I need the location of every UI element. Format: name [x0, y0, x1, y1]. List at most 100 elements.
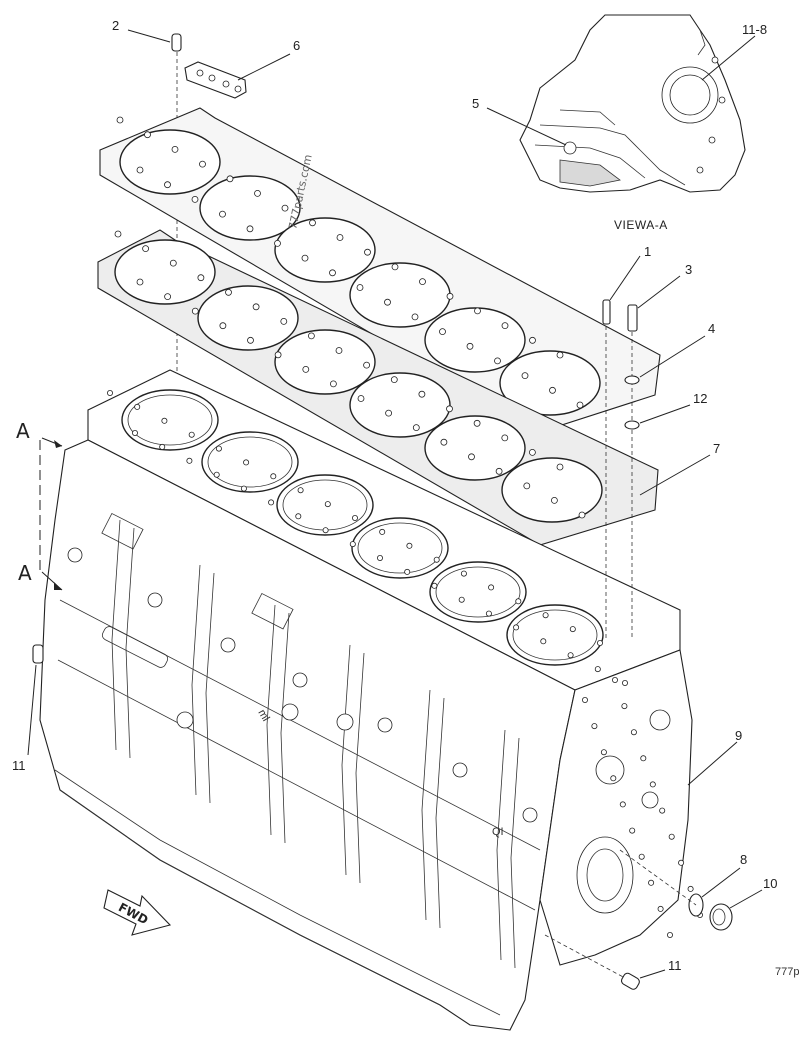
bolt-hole — [391, 263, 399, 271]
callout-9: 9 — [735, 728, 742, 743]
bolt-hole — [254, 189, 261, 197]
bolt-hole — [591, 723, 598, 730]
bolt-hole — [309, 219, 316, 227]
bolt-hole — [582, 697, 589, 704]
bolt-hole — [213, 471, 220, 478]
callout-8: 8 — [740, 852, 747, 867]
bolt-hole — [363, 361, 371, 369]
callout-2: 2 — [112, 18, 119, 33]
plug-part-10 — [709, 889, 763, 931]
bolt-hole — [687, 885, 694, 892]
bolt-hole — [515, 598, 522, 605]
block-rib — [111, 519, 121, 751]
bolt-hole — [171, 145, 179, 153]
bolt-hole — [474, 307, 481, 315]
bolt-hole — [406, 542, 413, 549]
bolt-hole — [433, 556, 440, 563]
bolt-hole — [540, 638, 547, 645]
bolt-hole — [610, 775, 617, 782]
bolt-hole — [439, 328, 446, 336]
bolt-hole — [419, 278, 426, 286]
bolt-hole — [404, 568, 411, 575]
bolt-hole — [501, 322, 509, 330]
bolt-hole — [468, 453, 475, 461]
bolt-hole — [274, 239, 281, 247]
end-face-holes — [582, 677, 704, 939]
bolt-hole — [246, 225, 254, 233]
bolt-hole — [164, 181, 171, 189]
bolt-hole — [513, 624, 520, 631]
bolt-hole — [657, 905, 664, 912]
bolt-hole — [529, 336, 536, 344]
bolt-hole — [191, 195, 199, 203]
callout-6: 6 — [293, 38, 300, 53]
bolt-hole — [329, 269, 336, 277]
callout-10: 10 — [763, 876, 777, 891]
bolt-hole — [567, 652, 574, 659]
bolt-hole — [529, 448, 536, 456]
block-rib — [341, 644, 351, 876]
callout-5: 5 — [472, 96, 479, 111]
bolt-hole — [188, 431, 195, 438]
bolt-part-3 — [627, 275, 681, 640]
bolt-hole — [243, 459, 250, 466]
bolt-hole — [247, 336, 254, 344]
bolt-hole — [411, 313, 419, 321]
bolt-hole — [597, 640, 604, 647]
bolt-hole — [356, 284, 364, 291]
bolt-hole — [458, 596, 465, 603]
bolt-hole — [523, 482, 531, 490]
bolt-hole — [556, 351, 564, 359]
bolt-hole — [460, 570, 467, 577]
view-label: VIEWA-A — [614, 218, 668, 232]
callout-7: 7 — [713, 441, 720, 456]
bolt-hole — [630, 729, 637, 736]
bolt-hole — [197, 274, 205, 282]
bolt-hole — [144, 131, 151, 139]
bolt-hole — [357, 395, 365, 402]
bolt-hole — [594, 666, 601, 673]
leader-11-8 — [701, 35, 756, 81]
bolt-hole — [281, 204, 289, 212]
bolt-hole — [215, 445, 222, 452]
bolt-hole — [600, 749, 607, 756]
bolt-hole — [668, 833, 675, 840]
head-gasket-lower — [97, 229, 659, 546]
block-rib-edge — [280, 612, 290, 844]
bolt-hole — [667, 932, 674, 939]
bolt-hole — [322, 527, 329, 534]
washer-part-12 — [624, 404, 691, 430]
bolt-hole — [349, 541, 356, 548]
bolt-hole — [621, 703, 628, 710]
bolt-hole — [556, 463, 564, 471]
dowel-part-11-left — [27, 644, 44, 756]
bolt-hole — [164, 293, 172, 301]
bolt-hole — [136, 278, 144, 286]
bolt-hole — [619, 801, 626, 808]
bolt-hole — [219, 322, 227, 330]
bolt-hole — [274, 351, 282, 359]
bolt-hole — [114, 230, 122, 238]
bolt-hole — [159, 443, 166, 450]
block-rib-edge — [510, 737, 520, 969]
cylinder-block-part-9: QI ml — [39, 369, 704, 1031]
dowel-part-11-bottom — [544, 934, 666, 990]
leader-7 — [639, 454, 711, 496]
view-letter-a-top: A — [16, 419, 30, 443]
bolt-hole — [169, 259, 177, 267]
view-letter-a-bottom: A — [18, 561, 32, 585]
bolt-hole — [494, 357, 501, 365]
bolt-hole — [252, 303, 260, 311]
leader-5 — [486, 107, 567, 146]
block-rib — [496, 729, 506, 961]
bolt-hole — [576, 401, 584, 409]
bolt-hole — [226, 175, 234, 183]
bolt-hole — [473, 419, 481, 427]
block-rib — [191, 564, 201, 796]
bolt-hole — [488, 584, 495, 591]
bolt-hole — [485, 610, 492, 617]
bolt-hole — [268, 499, 275, 506]
block-rib-edge — [435, 697, 445, 929]
corner-mark: 777p — [775, 966, 799, 978]
bolt-hole — [678, 859, 685, 866]
